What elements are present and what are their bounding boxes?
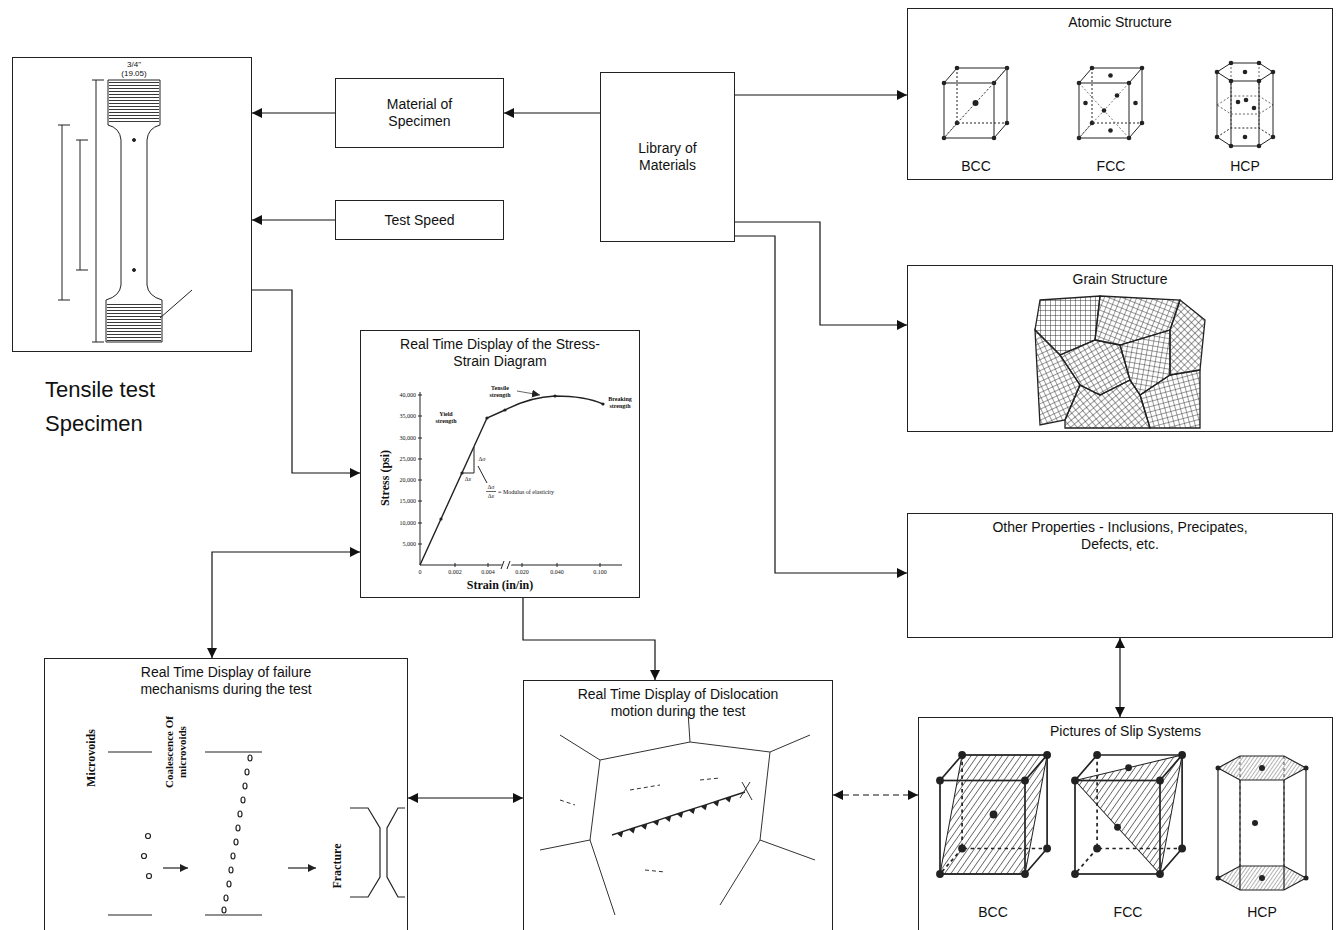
specimen-drawing	[58, 80, 192, 342]
connector-arrow	[523, 598, 655, 680]
connector-arrow	[252, 290, 360, 473]
curve-note: = Modulus of elasticity	[498, 489, 554, 496]
dimension-text: 3/4"	[127, 60, 141, 69]
lattice-name: BCC	[961, 158, 991, 174]
grain-drawing	[1035, 296, 1205, 428]
tick-label: 20,000	[400, 477, 417, 484]
failure-drawing	[108, 752, 405, 915]
connector-arrow	[252, 112, 335, 113]
lattice-name: FCC	[1114, 904, 1143, 920]
library-box: Library of Materials	[600, 72, 735, 242]
tick-label: 15,000	[400, 498, 417, 505]
curve-note: Breaking strength	[605, 396, 635, 410]
specimen-panel: Tensile test Specimen	[12, 57, 252, 352]
tick-label: 0.002	[448, 569, 462, 576]
symbol-text: Δσ	[487, 484, 494, 491]
chart-panel: Real Time Display of the Stress-Strain D…	[360, 330, 640, 598]
property-box: Other Properties - Inclusions, Precipate…	[907, 513, 1333, 638]
lattice-drawings	[942, 61, 1276, 149]
tick-label: 5,000	[403, 541, 417, 548]
tick-label: 30,000	[400, 435, 417, 442]
box-title: Real Time Display of Dislocation motion …	[563, 686, 793, 720]
tick-label: 0.040	[550, 569, 564, 576]
axis-title: Stress (psi)	[379, 450, 393, 506]
box-title: Atomic Structure	[930, 14, 1310, 31]
curve-note: Yield strength	[431, 411, 461, 425]
tick-label: 0.020	[515, 569, 529, 576]
display-panel: Real Time Display of Dislocation motion …	[523, 680, 833, 930]
axis-title: Strain (in/in)	[467, 579, 533, 593]
tick-label: 10,000	[400, 520, 417, 527]
lattice-name: FCC	[1097, 158, 1126, 174]
dislocation-drawing	[540, 712, 815, 915]
symbol-text: Δε	[488, 493, 494, 500]
box-title: Grain Structure	[930, 271, 1310, 288]
symbol-text: Δσ	[478, 456, 485, 463]
lattice-name: HCP	[1247, 904, 1277, 920]
connector-arrow	[408, 797, 523, 798]
dimension-text: (19.05)	[121, 69, 146, 78]
display-panel: Real Time Display of failure mechanisms …	[44, 658, 408, 930]
connector-arrow	[833, 794, 918, 795]
lattice-name: BCC	[978, 904, 1008, 920]
structure-panel: Grain Structure	[907, 265, 1333, 432]
box-title: Tensile test Specimen	[45, 373, 215, 441]
stage-label: Microvoids	[85, 729, 99, 787]
connector-arrow	[1119, 638, 1120, 717]
box-title: Other Properties - Inclusions, Precipate…	[970, 519, 1270, 553]
tick-label: 40,000	[400, 392, 417, 399]
slip-system-drawings	[936, 751, 1308, 890]
structure-panel: Atomic Structure	[907, 8, 1333, 180]
box-title: Library of Materials	[613, 140, 723, 174]
connector-arrow	[504, 112, 600, 113]
connector-arrow	[735, 236, 907, 573]
stage-label: Coalescence Of microvoids	[163, 713, 188, 791]
box-title: Pictures of Slip Systems	[936, 723, 1316, 740]
tick-label: 35,000	[400, 413, 417, 420]
tick-label: 0.004	[481, 569, 495, 576]
box-title: Test Speed	[384, 212, 454, 229]
input-box: Test Speed	[335, 200, 504, 240]
slip-panel: Pictures of Slip Systems	[918, 717, 1333, 930]
stage-label: Fracture	[331, 843, 345, 888]
box-title: Real Time Display of the Stress-Strain D…	[400, 336, 600, 370]
tick-label: 0.100	[593, 569, 607, 576]
symbol-text: Δε	[465, 476, 471, 483]
input-box: Material of Specimen	[335, 78, 504, 148]
connector-arrow	[212, 552, 360, 658]
connector-arrow	[735, 222, 907, 325]
box-title: Material of Specimen	[360, 96, 480, 130]
curve-note: Tensile strength	[485, 385, 515, 399]
lattice-name: HCP	[1230, 158, 1260, 174]
connector-arrow	[735, 94, 907, 95]
stress-strain-curve	[418, 391, 622, 569]
tick-label: 25,000	[400, 456, 417, 463]
tick-label: 0	[419, 569, 422, 576]
box-title: Real Time Display of failure mechanisms …	[126, 664, 326, 698]
connector-arrow	[252, 219, 335, 220]
